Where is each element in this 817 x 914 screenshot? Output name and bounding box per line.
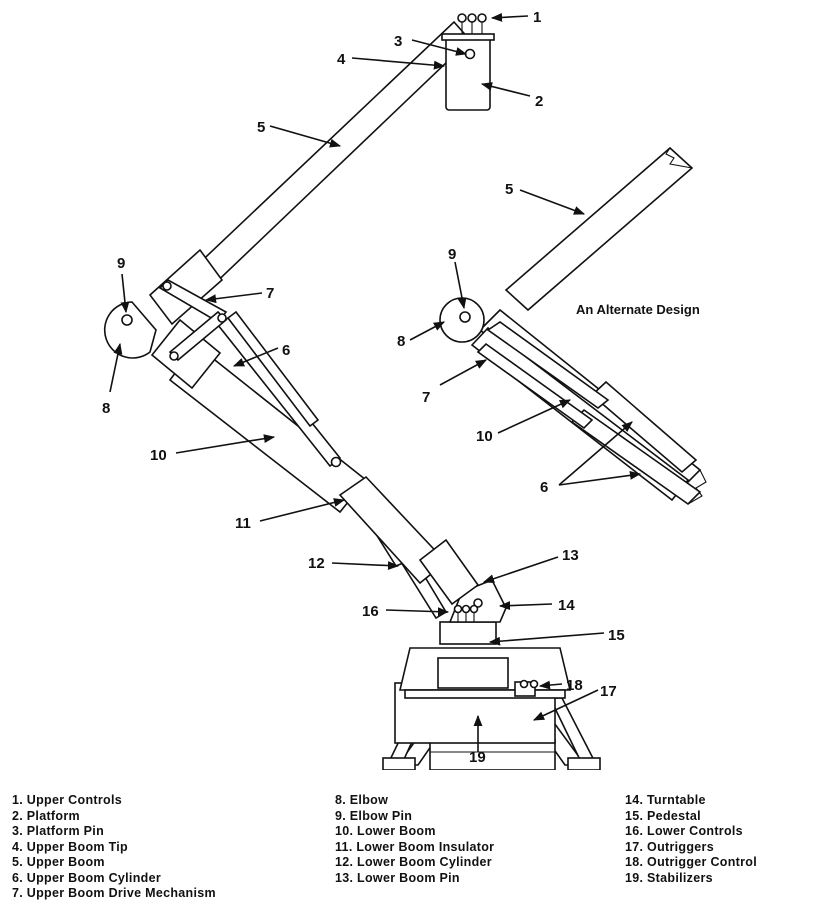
callout-8: 8 xyxy=(102,400,110,417)
lower-controls xyxy=(453,604,479,622)
callout-14: 14 xyxy=(558,597,575,614)
callout-12: 12 xyxy=(308,555,325,572)
callout-17: 17 xyxy=(600,683,617,700)
upper-boom-drive-mechanism xyxy=(158,279,228,362)
callout-16: 16 xyxy=(362,603,379,620)
alternate-design-label: An Alternate Design xyxy=(576,302,700,317)
platform xyxy=(441,33,495,111)
callout-13: 13 xyxy=(562,547,579,564)
alt-callout-5: 5 xyxy=(505,181,513,198)
legend-item: 2. Platform xyxy=(12,808,80,823)
aerial-lift-diagram: 1 2 3 4 5 7 6 8 9 10 11 12 13 14 15 16 1… xyxy=(102,9,707,770)
pedestal xyxy=(394,647,572,744)
callout-19: 19 xyxy=(469,749,486,766)
leader-lines xyxy=(109,12,642,752)
alternate-elbow xyxy=(439,297,485,343)
alternate-upper-boom xyxy=(504,146,694,312)
callout-1: 1 xyxy=(533,9,541,26)
callout-15: 15 xyxy=(608,627,625,644)
legend-item: 7. Upper Boom Drive Mechanism xyxy=(12,886,216,900)
legend-column-2: 8. Elbow 9. Elbow Pin 10. Lower Boom 11.… xyxy=(335,793,494,886)
callout-5: 5 xyxy=(257,119,265,136)
callout-4: 4 xyxy=(337,51,346,68)
outrigger-control xyxy=(519,679,539,689)
callout-7: 7 xyxy=(266,285,274,302)
legend-item: 5. Upper Boom xyxy=(12,855,105,869)
legend-item: 10. Lower Boom xyxy=(335,824,436,838)
alt-callout-6: 6 xyxy=(540,479,548,496)
legend-item: 16. Lower Controls xyxy=(625,824,743,838)
legend-item: 19. Stabilizers xyxy=(625,870,713,885)
callout-6: 6 xyxy=(282,342,290,359)
alt-callout-8: 8 xyxy=(397,333,405,350)
legend-item: 9. Elbow Pin xyxy=(335,808,413,823)
upper-boom xyxy=(148,20,472,326)
callout-3: 3 xyxy=(394,33,402,50)
legend-item: 15. Pedestal xyxy=(625,808,701,823)
alt-callout-10: 10 xyxy=(476,428,493,445)
legend-item: 1. Upper Controls xyxy=(12,793,122,807)
legend-item: 11. Lower Boom Insulator xyxy=(335,839,495,854)
legend-item: 8. Elbow xyxy=(335,793,389,807)
legend-item: 4. Upper Boom Tip xyxy=(12,839,128,854)
legend-item: 14. Turntable xyxy=(625,793,706,807)
callout-18: 18 xyxy=(566,677,583,694)
legend-item: 3. Platform Pin xyxy=(12,824,105,838)
callout-11: 11 xyxy=(235,515,251,532)
lower-boom-insulator xyxy=(338,475,480,606)
callout-2: 2 xyxy=(535,93,543,110)
callout-9: 9 xyxy=(117,255,125,272)
legend-item: 6. Upper Boom Cylinder xyxy=(12,870,161,885)
legend-column-3: 14. Turntable 15. Pedestal 16. Lower Con… xyxy=(625,793,757,886)
legend-item: 17. Outriggers xyxy=(625,839,714,854)
legend-item: 12. Lower Boom Cylinder xyxy=(335,855,492,869)
stabilizers xyxy=(429,739,556,770)
legend-column-1: 1. Upper Controls 2. Platform 3. Platfor… xyxy=(12,793,216,902)
alt-callout-9: 9 xyxy=(448,246,456,263)
alt-callout-7: 7 xyxy=(422,389,430,406)
elbow xyxy=(103,301,157,359)
callout-labels: 1 2 3 4 5 7 6 8 9 10 11 12 13 14 15 16 1… xyxy=(102,9,700,766)
upper-controls xyxy=(457,13,487,34)
legend-item: 13. Lower Boom Pin xyxy=(335,870,460,885)
legend-item: 18. Outrigger Control xyxy=(625,855,758,869)
callout-10: 10 xyxy=(150,447,167,464)
